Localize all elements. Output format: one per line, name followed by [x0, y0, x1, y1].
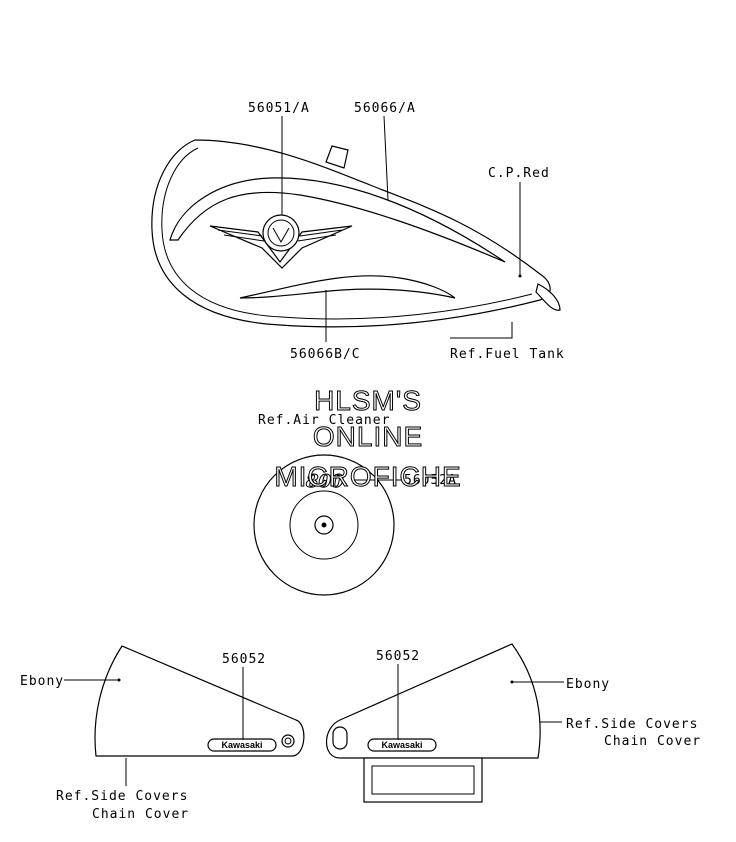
fuel-tank-rear-tip	[535, 283, 561, 311]
watermark-line-3: MICROFICHE	[274, 461, 461, 492]
label-56066a: 56066/A	[354, 101, 416, 116]
label-right-ref-line1: Ref.Side Covers	[566, 717, 698, 732]
label-ref-fuel-tank: Ref.Fuel Tank	[450, 347, 565, 362]
chain-cover-outer	[363, 757, 483, 803]
right-side-cover-drawing: Kawasaki	[326, 643, 541, 803]
label-ref-air-cleaner: Ref.Air Cleaner	[258, 413, 390, 428]
label-56052a: 56052A	[404, 473, 457, 488]
label-left-ebony: Ebony	[20, 674, 64, 689]
chain-cover-inner	[371, 765, 475, 795]
watermark: HLSM'S ONLINE MICROFICHE	[274, 385, 461, 493]
fuel-tank-drawing	[151, 139, 561, 328]
air-cleaner-drawing: 800	[253, 454, 395, 596]
left-bolt-inner	[284, 737, 292, 745]
label-left-ref-line2: Chain Cover	[92, 807, 189, 822]
label-right-56052: 56052	[376, 649, 420, 664]
fuel-cap	[325, 145, 349, 169]
air-cleaner-800-emblem: 800	[305, 471, 344, 492]
lower-stripe-decal	[239, 275, 456, 299]
fuel-tank-inner-line	[161, 147, 533, 320]
right-bolt-slot	[332, 726, 348, 750]
label-right-ebony: Ebony	[566, 677, 610, 692]
label-left-ref-line1: Ref.Side Covers	[56, 789, 188, 804]
winged-v-emblem	[209, 214, 353, 269]
left-side-cover-drawing: Kawasaki	[94, 645, 305, 757]
leader-fuel-tank	[450, 322, 513, 339]
label-56051a: 56051/A	[248, 101, 310, 116]
watermark-line-2: ONLINE	[313, 421, 423, 452]
right-kawasaki-logo: Kawasaki	[381, 740, 422, 750]
watermark-line-1: HLSM'S	[314, 385, 422, 416]
left-side-cover-outline	[94, 645, 305, 757]
leader-56066a	[383, 115, 389, 201]
right-kawasaki-badge	[367, 738, 437, 752]
left-kawasaki-logo: Kawasaki	[221, 740, 262, 750]
right-side-cover-outline	[326, 643, 541, 759]
left-kawasaki-badge	[207, 738, 277, 752]
label-left-56052: 56052	[222, 652, 266, 667]
air-cleaner-inner	[289, 490, 359, 560]
label-right-ref-line2: Chain Cover	[604, 734, 701, 749]
upper-stripe-decal	[169, 177, 506, 263]
cp-red-point	[518, 274, 522, 278]
label-cp-red: C.P.Red	[488, 166, 550, 181]
left-bolt-outer	[281, 734, 295, 748]
label-56066bc: 56066B/C	[290, 347, 361, 362]
